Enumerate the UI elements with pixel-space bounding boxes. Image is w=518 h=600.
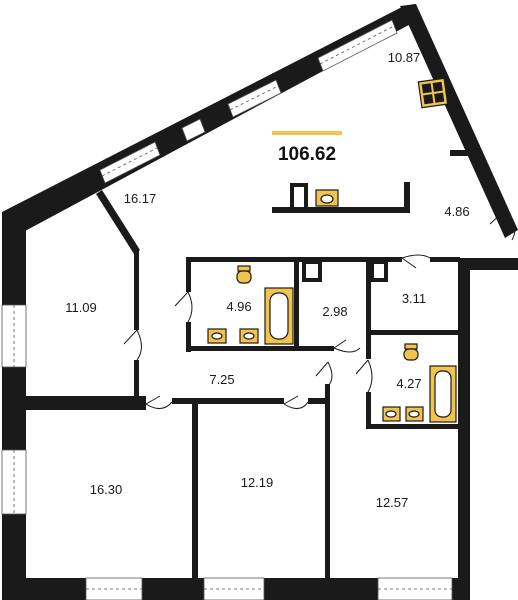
- sink-icon: [315, 189, 339, 207]
- sink-icon: [239, 328, 259, 344]
- bathroom-main-west-wall: [186, 257, 191, 292]
- west-wall: [2, 212, 26, 600]
- kitchen-shaft: [290, 183, 308, 211]
- east-step-wall: [458, 258, 518, 270]
- bathroom-main-west-wall-lower: [186, 322, 191, 352]
- bathroom-small-west-wall: [366, 335, 371, 359]
- door-swing-icon: [123, 329, 142, 361]
- bathroom-small-south-wall: [366, 424, 460, 429]
- sink-icon: [382, 406, 401, 422]
- toilet-north-wall: [302, 257, 402, 262]
- doors: [123, 209, 516, 409]
- door-swing-icon: [333, 339, 361, 353]
- room-area-bedroom-southeast: 12.57: [376, 495, 409, 510]
- window-grid-icon: [417, 77, 449, 109]
- sink-icon: [405, 406, 424, 422]
- window-mullions: [13, 25, 452, 590]
- wall-bath-toilet: [294, 262, 299, 348]
- interior-walls: [26, 150, 480, 580]
- window-north-4: [317, 19, 398, 72]
- room-area-balcony-corner: 4.86: [444, 204, 469, 219]
- bedroom-nw-east-wall: [134, 250, 139, 330]
- closet-north-wall-right: [430, 257, 460, 262]
- toilet-icon: [403, 343, 419, 361]
- wall-bedroom-s-se: [325, 384, 330, 580]
- east-diagonal-wall: [400, 4, 518, 238]
- room-area-living-room: 16.17: [124, 191, 157, 206]
- door-swing-icon: [489, 209, 516, 241]
- south-bedrooms-north-wall-left: [26, 396, 146, 410]
- door-swing-icon: [355, 359, 373, 393]
- room-area-loggia: 10.87: [388, 50, 421, 65]
- south-bedrooms-north-wall-mid: [172, 398, 284, 404]
- room-area-bedroom-south: 12.19: [241, 475, 274, 490]
- south-bedrooms-north-wall-right: [308, 398, 328, 404]
- closet-south-wall: [366, 330, 460, 335]
- room-area-bathroom-small: 4.27: [396, 376, 421, 391]
- wall-bedroom-sw-s: [192, 400, 198, 580]
- window-north-3: [227, 79, 282, 118]
- kitchen-partition-right: [404, 182, 410, 213]
- total-accent-bar: [272, 131, 342, 135]
- sink-icon: [207, 328, 227, 344]
- room-area-bathroom-main: 4.96: [226, 299, 251, 314]
- wall-toilet-closet: [366, 262, 371, 332]
- toilet-shaft: [302, 260, 322, 282]
- kitchen-counter-wall: [272, 207, 410, 213]
- door-swing-icon: [283, 395, 309, 409]
- door-swing-icon: [401, 254, 431, 269]
- room-area-hallway: 7.25: [209, 372, 234, 387]
- toilet-icon: [236, 265, 252, 284]
- room-area-bedroom-northwest: 11.09: [65, 300, 97, 315]
- bedroom-nw-east-wall-lower: [134, 360, 139, 396]
- bedroom-nw-diagonal-wall: [96, 190, 140, 254]
- room-area-toilet: 2.98: [322, 304, 347, 319]
- bathtub-icon: [429, 365, 457, 423]
- door-swing-icon: [315, 361, 333, 387]
- bathtub-icon: [264, 287, 294, 345]
- room-area-bedroom-southwest: 16.30: [90, 482, 123, 497]
- window-north-1: [99, 141, 161, 184]
- balcony-wall-horizontal: [450, 150, 480, 156]
- room-area-closet: 3.11: [402, 291, 426, 306]
- window-north-2: [181, 118, 206, 142]
- east-wall: [458, 258, 470, 600]
- total-area-label: 106.62: [278, 144, 336, 165]
- door-swing-icon: [145, 395, 173, 409]
- closet-shaft: [370, 260, 388, 282]
- door-swing-icon: [174, 291, 193, 323]
- windows: [1, 19, 453, 600]
- bathroom-small-west-wall-lower: [366, 392, 371, 428]
- bathroom-main-south-wall: [186, 346, 334, 351]
- bathroom-main-north-wall: [186, 257, 302, 262]
- fixtures: [207, 77, 457, 423]
